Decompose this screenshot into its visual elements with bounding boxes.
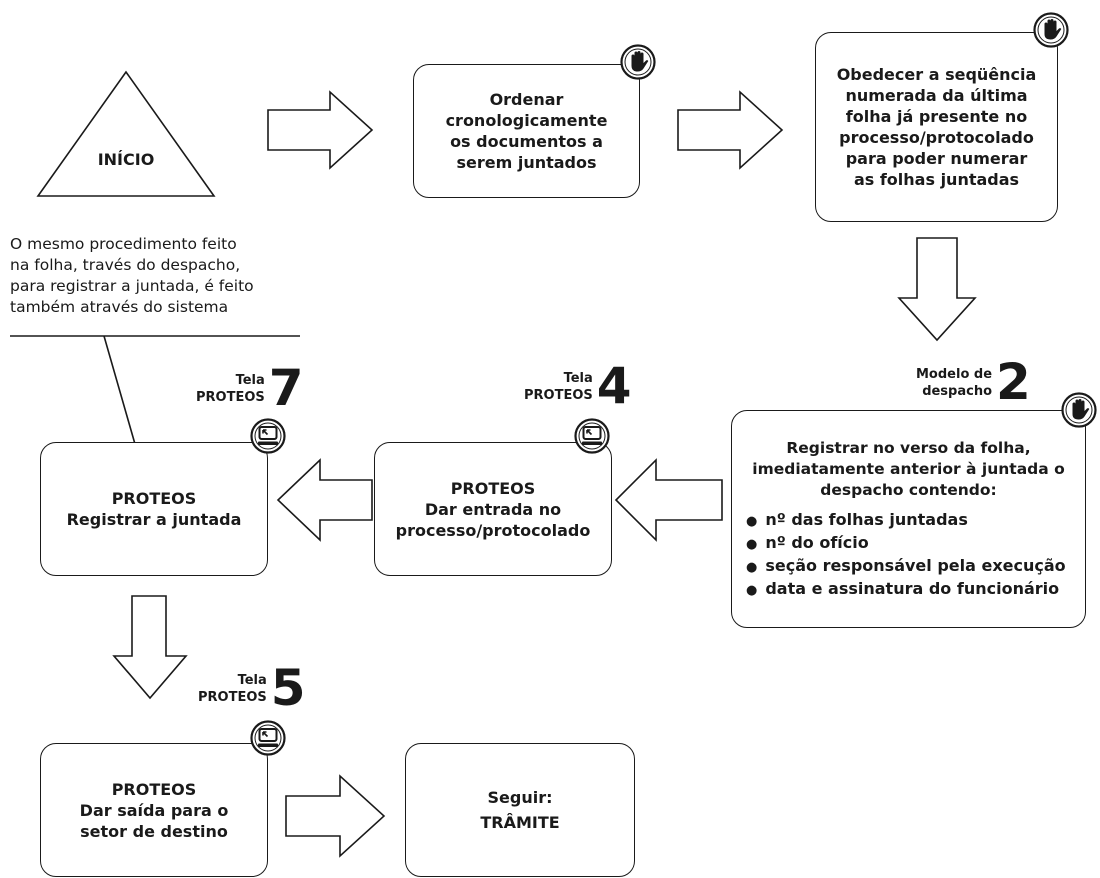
arrow-registrar-to-saida: [112, 595, 188, 700]
step-text-line: para poder numerar: [845, 149, 1028, 168]
step-text-line: processo/protocolado: [839, 128, 1034, 147]
step-text-line: Seguir:: [487, 788, 553, 807]
step-register-despacho: Registrar no verso da folha, imediatamen…: [731, 410, 1086, 628]
start-label: INÍCIO: [97, 150, 155, 169]
hand-icon: [1061, 392, 1097, 428]
label-number: 2: [996, 353, 1031, 411]
arrow-despacho-to-entrada: [614, 458, 723, 542]
computer-icon: [250, 720, 286, 756]
step-follow-sequence: Obedecer a seqüência numerada da última …: [815, 32, 1058, 222]
step-tramite: Seguir: TRÂMITE: [405, 743, 635, 877]
label-line: Tela: [235, 373, 265, 388]
computer-icon: [574, 418, 610, 454]
step-text-line: imediatamente anterior à juntada o: [752, 459, 1065, 478]
list-item: nº das folhas juntadas: [746, 509, 1066, 532]
step-proteos-saida: PROTEOS Dar saída para o setor de destin…: [40, 743, 268, 877]
list-item: seção responsável pela execução: [746, 555, 1065, 578]
arrow-sequence-to-despacho: [897, 237, 977, 342]
step-text-line: as folhas juntadas: [853, 170, 1020, 189]
note-line: para registrar a juntada, é feito: [10, 277, 254, 295]
modelo-despacho-label: Modelo de despacho 2: [916, 353, 1031, 411]
label-line: Tela: [563, 371, 593, 386]
step-proteos-registrar: PROTEOS Registrar a juntada: [40, 442, 268, 576]
step-text-line: TRÂMITE: [480, 813, 560, 832]
label-line: PROTEOS: [524, 388, 593, 403]
tela-proteos-4-label: Tela PROTEOS 4: [524, 357, 632, 415]
label-line: Modelo de: [916, 367, 993, 382]
step-text-line: os documentos a: [450, 132, 603, 151]
step-text-line: Registrar a juntada: [66, 510, 242, 529]
tela-proteos-7-label: Tela PROTEOS 7: [196, 359, 304, 417]
start-triangle: [36, 70, 216, 197]
computer-icon: [250, 418, 286, 454]
step-text-line: PROTEOS: [450, 478, 536, 498]
step-text-line: cronologicamente: [445, 111, 608, 130]
label-line: Tela: [237, 673, 267, 688]
label-line: PROTEOS: [196, 390, 265, 405]
step-text-line: numerada da última: [845, 86, 1028, 105]
note-text: O mesmo procedimento feito na folha, tra…: [10, 234, 300, 318]
hand-icon: [620, 44, 656, 80]
note-line: O mesmo procedimento feito: [10, 235, 237, 253]
step-text-line: setor de destino: [80, 821, 228, 841]
step-text-line: PROTEOS: [111, 779, 197, 799]
arrow-order-to-sequence: [677, 90, 784, 170]
step-text-line: folha já presente no: [845, 107, 1028, 126]
step-text-line: Dar saída para o: [79, 800, 229, 820]
step-proteos-entrada: PROTEOS Dar entrada no processo/protocol…: [374, 442, 612, 576]
step-order-documents: Ordenar cronologicamente os documentos a…: [413, 64, 640, 198]
step-text-line: processo/protocolado: [395, 520, 591, 540]
list-item: nº do ofício: [746, 532, 1066, 555]
note-line: também através do sistema: [10, 298, 229, 316]
step-text-line: PROTEOS: [111, 489, 197, 508]
step-text-line: serem juntados: [456, 153, 597, 172]
note-line: na folha, través do despacho,: [10, 256, 241, 274]
label-line: PROTEOS: [198, 690, 267, 705]
hand-icon: [1033, 12, 1069, 48]
step-text-line: despacho contendo:: [820, 480, 997, 499]
label-number: 5: [270, 659, 306, 717]
step-text-line: Registrar no verso da folha,: [786, 438, 1031, 457]
label-number: 4: [596, 357, 632, 415]
arrow-start-to-order: [267, 90, 374, 170]
despacho-contents-list: nº das folhas juntadas nº do ofício seçã…: [746, 509, 1066, 601]
list-item: data e assinatura do funcionário: [746, 578, 1066, 601]
label-number: 7: [268, 359, 304, 417]
arrow-saida-to-tramite: [285, 774, 386, 858]
step-text-line: Ordenar: [489, 90, 564, 109]
step-text-line: Obedecer a seqüência: [836, 65, 1037, 84]
arrow-entrada-to-registrar: [276, 458, 373, 542]
step-text-line: Dar entrada no: [424, 499, 562, 519]
tela-proteos-5-label: Tela PROTEOS 5: [198, 659, 306, 717]
label-line: despacho: [922, 384, 993, 399]
